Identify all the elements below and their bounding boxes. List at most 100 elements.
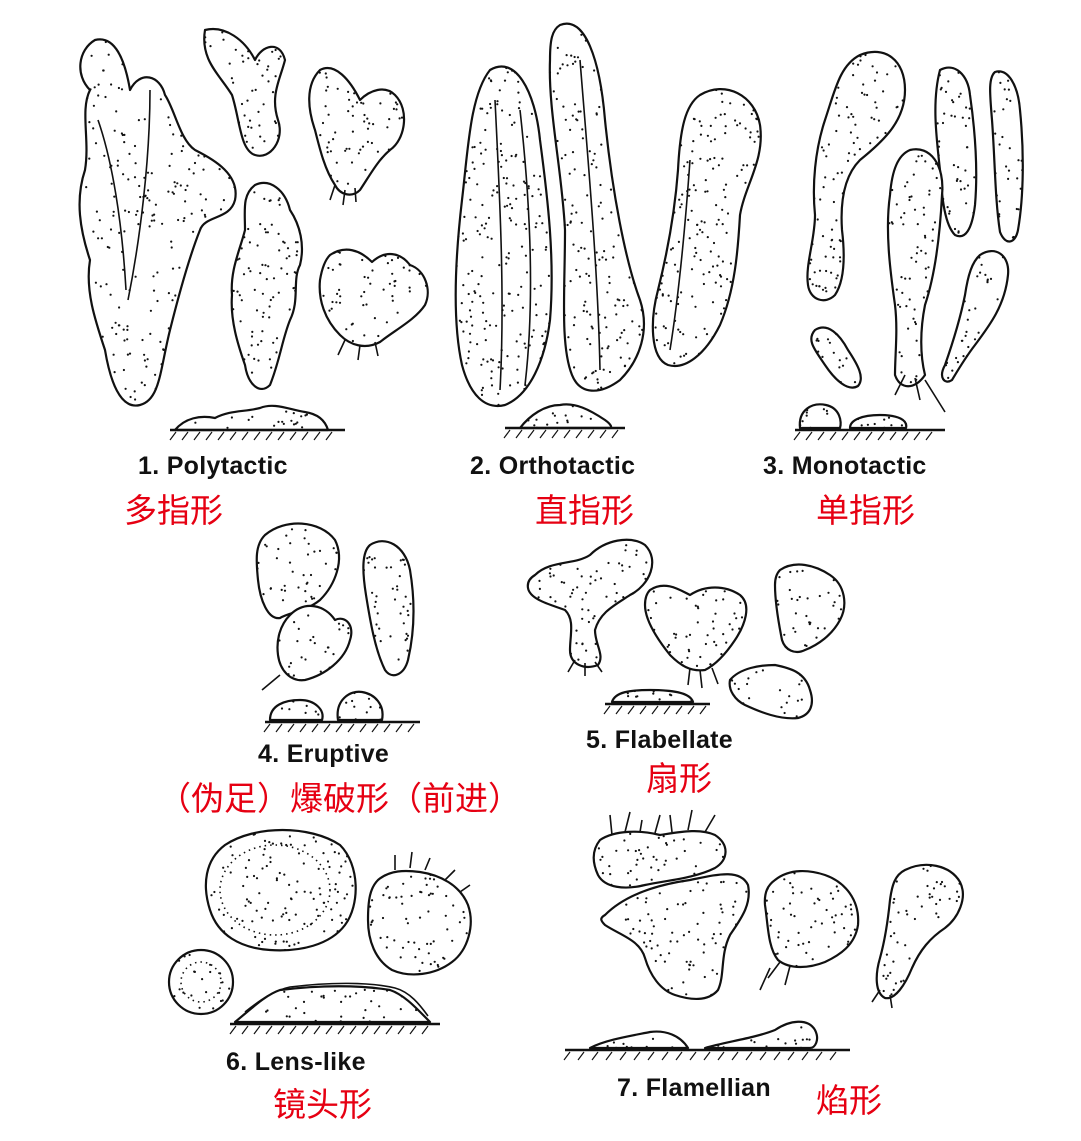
stipple-dot [107, 53, 110, 56]
stipple-dot [885, 953, 889, 956]
stipple-dot [715, 599, 718, 602]
label-polytactic-chinese: 多指形 [124, 491, 223, 530]
stipple-dot [204, 215, 207, 218]
stipple-dot [591, 327, 594, 330]
stipple-dot [512, 184, 515, 187]
stipple-dot [652, 692, 655, 695]
stipple-dot [267, 65, 270, 68]
stipple-dot [761, 669, 765, 672]
stipple-dot [99, 285, 102, 288]
stipple-dot [924, 276, 928, 279]
stipple-dot [507, 252, 510, 255]
stipple-dot [593, 69, 596, 72]
stipple-dot [1021, 169, 1024, 172]
stipple-dot [833, 921, 836, 924]
stipple-dot [667, 643, 671, 647]
stipple-dot [365, 711, 368, 714]
stipple-dot [968, 309, 971, 312]
stipple-dot [396, 256, 400, 259]
stipple-dot [386, 936, 389, 939]
stipple-dot [128, 352, 132, 355]
stipple-dot [338, 628, 341, 631]
stipple-dot [846, 943, 849, 946]
stipple-dot [838, 594, 841, 597]
stipple-dot [835, 129, 838, 133]
stipple-dot [389, 635, 392, 638]
label-eruptive-chinese: （伪足）爆破形（前进） [158, 779, 521, 818]
stipple-dot [769, 924, 772, 927]
stipple-dot [742, 164, 745, 167]
stipple-dot [296, 640, 299, 643]
stipple-dot [912, 173, 915, 176]
stipple-dot [396, 103, 399, 106]
stipple-dot [729, 262, 733, 265]
stipple-dot [782, 907, 785, 910]
stipple-dot [590, 325, 593, 328]
stipple-dot [265, 864, 268, 868]
stipple-dot [222, 913, 225, 917]
stipple-dot [371, 269, 374, 272]
stipple-dot [319, 893, 322, 896]
stipple-dot [527, 187, 530, 190]
stipple-dot [580, 415, 583, 418]
stipple-dot [476, 343, 479, 346]
stipple-dot [478, 233, 481, 236]
stipple-dot [817, 350, 820, 353]
stipple-dot [293, 621, 296, 624]
stipple-dot [813, 902, 816, 905]
stipple-dot [937, 145, 941, 148]
stipple-dot [676, 940, 679, 943]
stipple-dot [476, 229, 479, 233]
stipple-dot [692, 184, 696, 187]
stipple-dot [892, 901, 895, 904]
stipple-dot [699, 157, 702, 160]
stipple-dot [822, 186, 825, 189]
stipple-dot [565, 54, 568, 57]
stipple-dot [862, 83, 865, 86]
stipple-dot [719, 285, 723, 288]
stipple-dot [935, 176, 938, 180]
stipple-dot [418, 272, 421, 276]
stipple-dot [713, 156, 716, 160]
flabellate-drawing [526, 538, 846, 720]
stipple-dot [688, 188, 691, 191]
stipple-dot [328, 865, 331, 869]
stipple-dot [680, 203, 683, 206]
stipple-dot [731, 628, 734, 631]
stipple-dot [856, 63, 860, 66]
stipple-dot [331, 268, 334, 271]
stipple-dot [815, 636, 818, 639]
stipple-dot [627, 849, 630, 852]
stipple-dot [689, 700, 692, 703]
stipple-dot [319, 670, 322, 673]
stipple-dot [720, 881, 723, 884]
stipple-dot [121, 63, 124, 66]
stipple-dot [369, 905, 372, 908]
stipple-dot [704, 190, 707, 193]
stipple-dot [517, 107, 521, 110]
stipple-dot [255, 909, 258, 912]
stipple-dot [716, 264, 719, 267]
stipple-dot [608, 370, 612, 374]
stipple-dot [892, 960, 895, 963]
stipple-dot [900, 980, 903, 983]
stipple-dot [966, 184, 970, 187]
stipple-dot [330, 307, 333, 310]
stipple-dot [572, 588, 575, 591]
stipple-dot [961, 116, 964, 119]
stipple-dot [128, 152, 131, 155]
stipple-dot [902, 979, 905, 982]
stipple-dot [272, 296, 275, 299]
stipple-dot [409, 602, 412, 606]
stipple-dot [366, 117, 369, 120]
stipple-dot [766, 887, 769, 890]
stipple-dot [952, 164, 956, 167]
stipple-dot [92, 230, 95, 233]
stipple-dot [820, 146, 824, 149]
stipple-dot [616, 298, 619, 301]
stipple-dot [465, 932, 468, 935]
stipple-dot [124, 387, 127, 390]
stipple-dot [709, 250, 712, 253]
stipple-dot [924, 160, 927, 163]
stipple-dot [722, 633, 725, 636]
